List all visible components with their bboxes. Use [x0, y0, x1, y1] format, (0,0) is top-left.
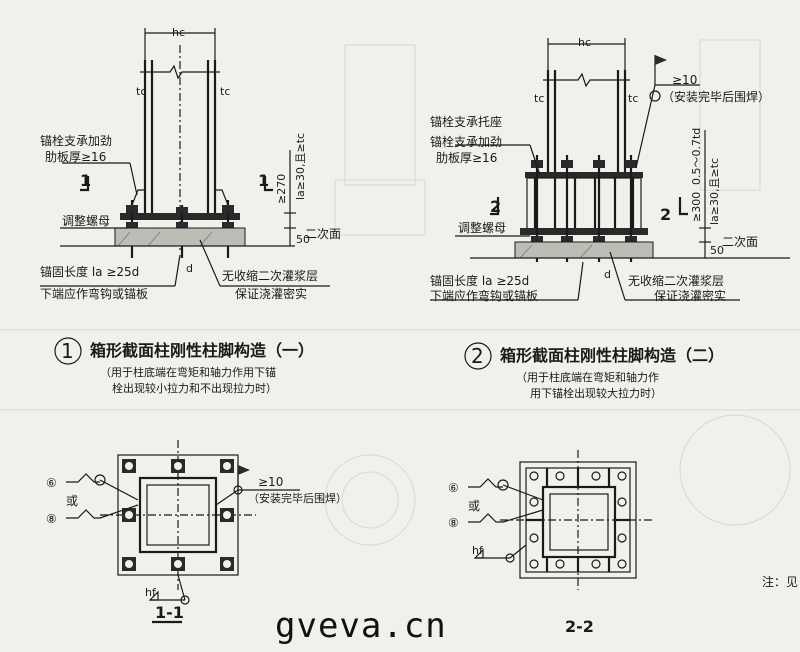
d2-support-label: 锚栓支承托座 [430, 114, 502, 129]
d2-nut-label: 调整螺母 [458, 220, 506, 235]
background-ghost-drawings [0, 39, 800, 546]
d2-section-mark-left: 2 [490, 197, 501, 216]
d2-tc-right: tc [628, 92, 638, 105]
d1-tc-right: tc [220, 85, 230, 98]
d1-dim-50: 50 [296, 233, 310, 246]
d1-section-mark-right: 1 [258, 171, 269, 190]
section-2-2-bolts [526, 468, 630, 572]
d1-dim-270: ≥270 [275, 174, 288, 204]
s11-weld-note: （安装完毕后围焊） [248, 491, 347, 505]
d1-dim-d: d [186, 262, 193, 275]
s22-weld-8: ⑧ [448, 516, 459, 530]
d1-section-mark-left: 1 [80, 171, 91, 190]
d2-secondary-label: 二次面 [722, 235, 758, 249]
s22-hf: hf [472, 544, 484, 557]
d1-anchor-label-2: 下端应作弯钩或锚板 [40, 286, 148, 301]
d1-title: 箱形截面柱刚性柱脚构造（一） [90, 341, 314, 360]
d1-stiffener-label-2: 肋板厚≥16 [45, 149, 106, 164]
d1-secondary-label: 二次面 [305, 227, 341, 241]
d2-weld-size: ≥10 [672, 73, 697, 87]
d2-dim-la: la≥30,且≥tc [708, 158, 721, 225]
section-1-1-plan [66, 440, 300, 624]
d1-stiffener-label-1: 锚栓支承加劲 [40, 133, 112, 148]
section-2-2-plan [468, 450, 655, 590]
s11-label: 1-1 [155, 603, 184, 622]
d2-title-block: 2 [464, 342, 492, 370]
d1-dim-la: la≥30,且≥tc [294, 133, 307, 200]
d1-nut-label: 调整螺母 [62, 213, 110, 228]
d2-title: 箱形截面柱刚性柱脚构造（二） [500, 346, 724, 365]
s22-weld-or: 或 [468, 499, 480, 513]
s11-hf: hf [145, 586, 157, 599]
s11-weld-size: ≥10 [258, 475, 283, 489]
s11-weld-or: 或 [66, 494, 78, 508]
d2-dim-td: 0.5～0.7td [690, 128, 703, 185]
s11-weld-8: ⑧ [46, 512, 57, 526]
s22-weld-6: ⑥ [448, 481, 459, 495]
d2-stiffener-label-1: 锚栓支承加劲 [430, 134, 502, 149]
d1-grout-label-1: 无收缩二次灌浆层 [222, 268, 318, 283]
detail-2-elevation [430, 38, 790, 301]
d2-anchor-label-2: 下端应作弯钩或锚板 [430, 288, 538, 303]
s22-label: 2-2 [565, 617, 594, 636]
d2-weld-note: （安装完毕后围焊） [662, 89, 770, 104]
watermark: gveva.cn [275, 606, 447, 646]
d2-anchor-label-1: 锚固长度 la ≥25d [430, 273, 529, 288]
d2-hc-dim: hc [578, 36, 591, 49]
d2-tc-left: tc [534, 92, 544, 105]
d1-note-2: 栓出现较小拉力和不出现拉力时） [112, 381, 277, 395]
d2-stiffener-label-2: 肋板厚≥16 [436, 150, 497, 165]
d2-number: 2 [471, 344, 484, 368]
detail-1-elevation [40, 28, 330, 287]
d1-anchor-label-1: 锚固长度 la ≥25d [40, 264, 139, 279]
d2-section-mark-right: 2 [660, 205, 671, 224]
d1-grout-label-2: 保证浇灌密实 [235, 286, 307, 301]
s22-note: 注：见 [762, 574, 798, 589]
d2-note-1: （用于柱底端在弯矩和轴力作 [516, 370, 659, 384]
section-1-1-bolts [122, 459, 234, 571]
d1-note-1: （用于柱底端在弯矩和轴力作用下锚 [100, 365, 276, 379]
d2-dim-300: ≥300 [690, 192, 703, 222]
d1-title-block: 1 [54, 337, 82, 365]
s11-weld-6: ⑥ [46, 476, 57, 490]
d2-dim-50: 50 [710, 244, 724, 257]
d2-dim-d: d [604, 268, 611, 281]
d2-grout-label-1: 无收缩二次灌浆层 [628, 273, 724, 288]
d2-note-2: 用下锚栓出现较大拉力时） [530, 386, 662, 400]
d2-grout-label-2: 保证浇灌密实 [654, 288, 726, 303]
d1-number: 1 [61, 339, 74, 363]
d1-hc-dim: hc [172, 26, 185, 39]
d1-tc-left: tc [136, 85, 146, 98]
